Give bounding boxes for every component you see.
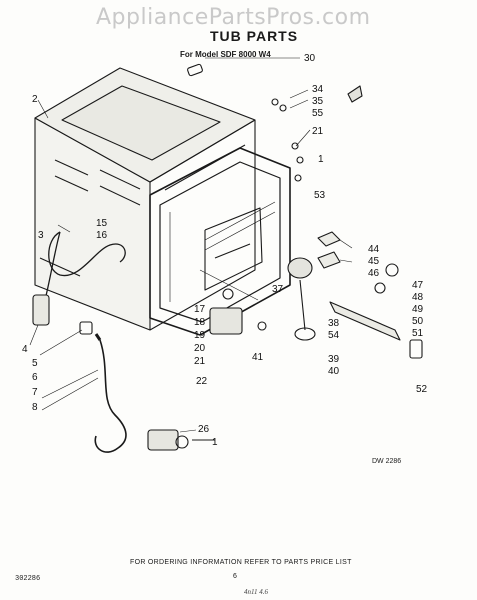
part-number-labels: 30 2 34 35 55 21 1 53 15 16 3 44 45 46 4… <box>22 53 428 448</box>
part-4-bracket <box>32 294 50 326</box>
tub-top-recess <box>61 85 221 161</box>
part-38-bushing <box>287 257 313 279</box>
part-51-bar <box>329 301 401 341</box>
door-gasket-outer <box>149 147 291 336</box>
part-label: 41 <box>252 352 264 363</box>
watermark: AppliancePartsPros.com <box>96 5 371 30</box>
part-label: 48 <box>412 292 424 303</box>
part-label: 5 <box>32 358 38 369</box>
part-label: 52 <box>416 384 428 395</box>
drain-hose <box>48 231 126 277</box>
door-gasket-inner <box>159 161 281 323</box>
part-label: 1 <box>318 154 324 165</box>
part-label: 2 <box>32 94 38 105</box>
part-label: 16 <box>96 230 108 241</box>
part-label: 17 <box>194 304 206 315</box>
part-label: 47 <box>412 280 424 291</box>
part-label: 26 <box>198 424 210 435</box>
tub-side-edge <box>149 120 256 331</box>
part-label: 18 <box>194 317 206 328</box>
part-label: 50 <box>412 316 424 327</box>
part-label: 35 <box>312 96 324 107</box>
part-label: 6 <box>32 372 38 383</box>
model-subtitle: For Model SDF 8000 W4 <box>180 50 271 59</box>
part-label: 45 <box>368 256 380 267</box>
page-title: TUB PARTS <box>210 28 299 44</box>
part-label: 54 <box>328 330 340 341</box>
part-label: 3 <box>38 230 44 241</box>
part-label: 21 <box>194 356 206 367</box>
part-label: 46 <box>368 268 380 279</box>
part-label: 55 <box>312 108 324 119</box>
handwritten-note: 4n11 4.6 <box>244 588 268 596</box>
part-18-pump <box>209 307 243 335</box>
part-label: 22 <box>196 376 208 387</box>
drawing-number: DW 2286 <box>372 458 402 465</box>
part-label: 53 <box>314 190 326 201</box>
ordering-footer: FOR ORDERING INFORMATION REFER TO PARTS … <box>130 559 352 566</box>
part-label: 4 <box>22 344 28 355</box>
part-label: 1 <box>212 437 218 448</box>
inlet-hose <box>94 339 127 453</box>
part-label: 34 <box>312 84 324 95</box>
part-label: 38 <box>328 318 340 329</box>
part-label: 39 <box>328 354 340 365</box>
part-label: 40 <box>328 366 340 377</box>
part-label: 15 <box>96 218 108 229</box>
part-label: 44 <box>368 244 380 255</box>
part-26-valve <box>147 429 215 451</box>
part-label: 51 <box>412 328 424 339</box>
part-label: 21 <box>312 126 324 137</box>
part-label: 30 <box>304 53 316 64</box>
part-label: 37 <box>272 284 284 295</box>
part-label: 49 <box>412 304 424 315</box>
part-label: 7 <box>32 387 38 398</box>
part-label: 20 <box>194 343 206 354</box>
part-label: 8 <box>32 402 38 413</box>
page-number: 6 <box>233 573 237 580</box>
document-code: 302286 <box>15 575 41 583</box>
part-label: 19 <box>194 330 206 341</box>
